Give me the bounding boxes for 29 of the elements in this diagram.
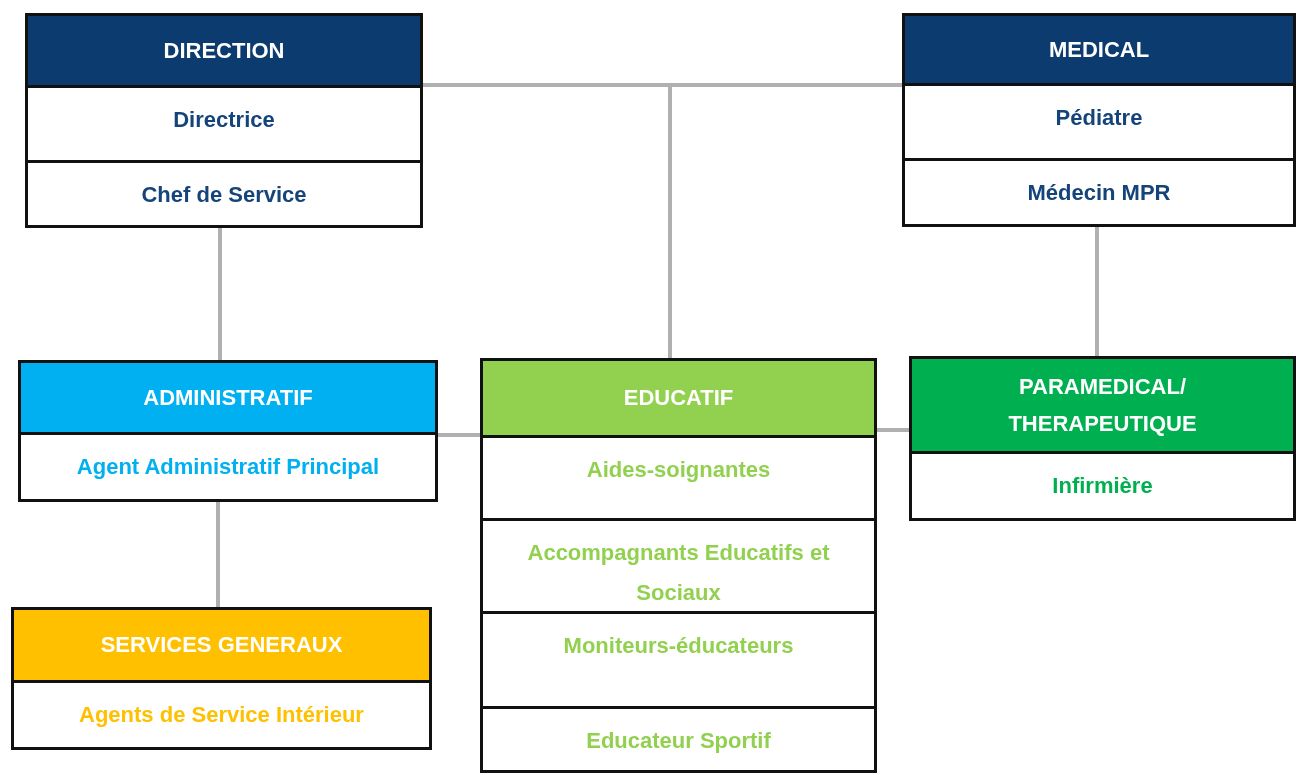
department-box xyxy=(25,13,423,228)
department-header: EDUCATIF xyxy=(483,361,874,438)
position-row: Accompagnants Educatifs et Sociaux xyxy=(483,518,874,611)
position-row: Médecin MPR xyxy=(905,158,1293,230)
department-box xyxy=(18,360,438,502)
position-row: Infirmière xyxy=(912,454,1293,524)
position-row: Agents de Service Intérieur xyxy=(14,683,429,753)
connector-line xyxy=(423,83,672,358)
connector-line xyxy=(438,433,480,437)
position-row: Chef de Service xyxy=(28,160,420,231)
connector-line xyxy=(1095,227,1099,356)
department-header: DIRECTION xyxy=(28,16,420,88)
connector-line xyxy=(218,228,222,360)
department-box xyxy=(909,356,1296,521)
position-row: Educateur Sportif xyxy=(483,706,874,775)
connector-line xyxy=(877,428,909,432)
department-header: SERVICES GENERAUX xyxy=(14,610,429,683)
department-header: PARAMEDICAL/ THERAPEUTIQUE xyxy=(912,359,1293,454)
department-header: ADMINISTRATIF xyxy=(21,363,435,435)
position-row: Directrice xyxy=(28,88,420,160)
department-box xyxy=(902,13,1296,227)
position-row: Pédiatre xyxy=(905,86,1293,158)
position-row: Agent Administratif Principal xyxy=(21,435,435,505)
connector-line xyxy=(216,502,220,607)
department-box xyxy=(11,607,432,750)
department-header: MEDICAL xyxy=(905,16,1293,86)
position-row: Moniteurs-éducateurs xyxy=(483,611,874,706)
position-row: Aides-soignantes xyxy=(483,438,874,518)
department-box xyxy=(480,358,877,773)
